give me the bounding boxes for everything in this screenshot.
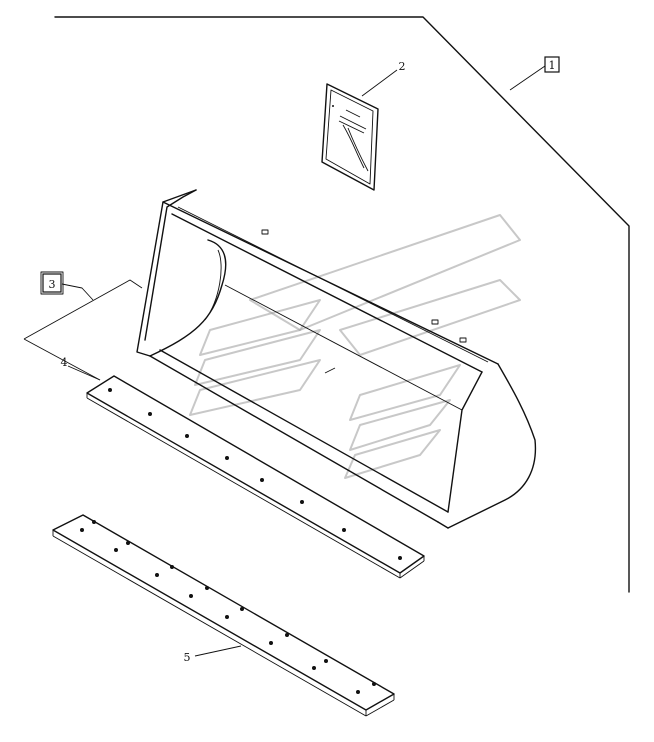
loader-bucket [136, 189, 537, 529]
callout-3-label: 3 [49, 278, 56, 291]
leader-line-5 [194, 645, 242, 657]
manual-booklet [321, 83, 379, 191]
callout-4[interactable]: 4 [61, 356, 68, 369]
upper-cutting-edge [86, 375, 425, 579]
callout-3[interactable]: 3 [40, 271, 64, 295]
callout-5-label: 5 [184, 651, 191, 664]
callout-5[interactable]: 5 [184, 651, 191, 664]
bracket-3 [23, 279, 143, 340]
leader-line-1 [509, 65, 546, 91]
callout-1-label: 1 [549, 59, 556, 72]
bracket-3-lower [23, 338, 101, 381]
callout-1[interactable]: 1 [544, 56, 560, 73]
callout-2-label: 2 [399, 60, 406, 73]
leader-line-2 [361, 69, 398, 97]
leader-line-4 [67, 365, 101, 381]
callout-2[interactable]: 2 [399, 60, 406, 73]
watermark-logo [189, 214, 521, 479]
lower-cutting-edge [52, 514, 395, 717]
leader-line-3 [61, 283, 94, 301]
assembly-bracket-line [54, 16, 630, 593]
callout-4-label: 4 [61, 356, 68, 369]
